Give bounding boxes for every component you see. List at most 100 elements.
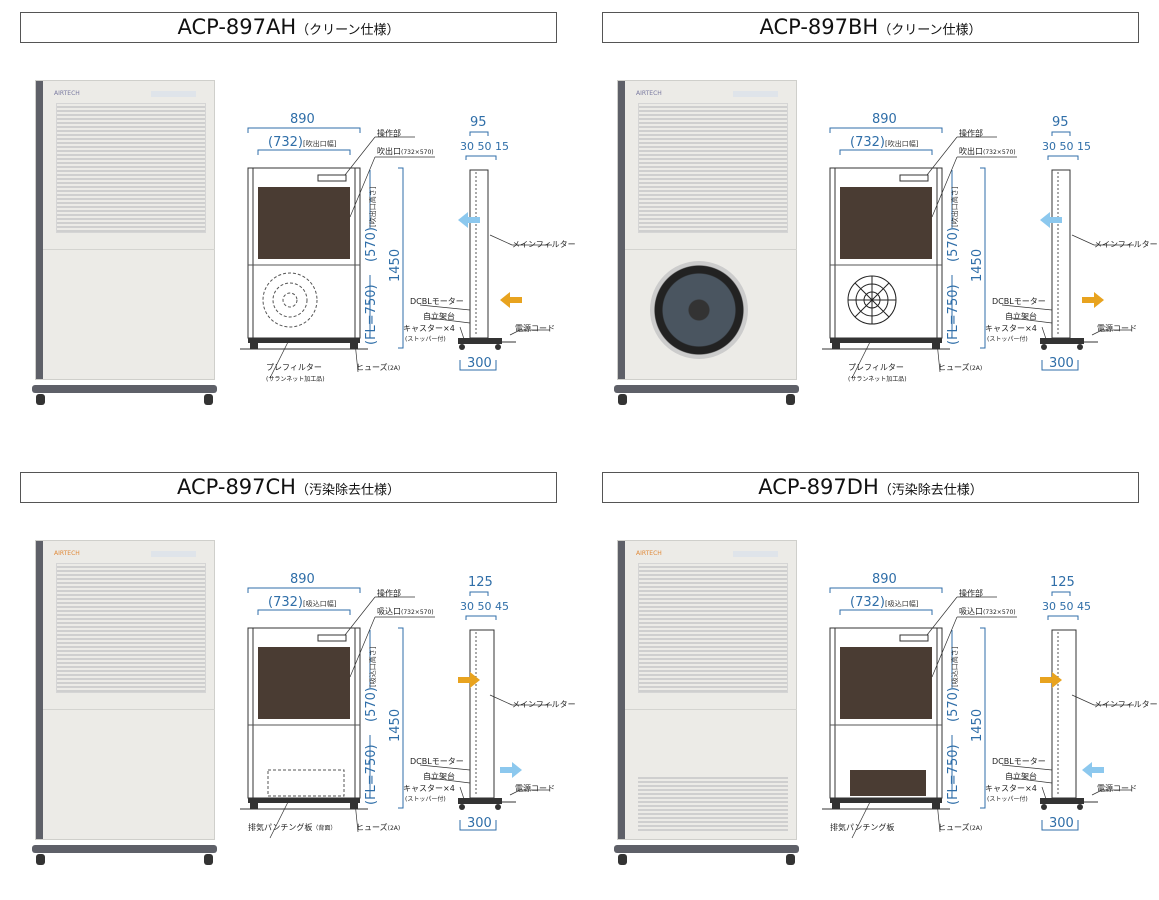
motor-label: DCBLモーター [410,297,464,306]
technical-drawing [822,127,1134,379]
port-height-dimension: (570)[吹出口高さ] [946,186,961,262]
port-grille [840,647,932,719]
main-filter-label: メインフィルター [1094,700,1158,709]
lower-grille-photo [638,776,788,831]
width-dimension: 890 [872,112,897,127]
product-panel-acp-897dh: ACP-897DH（汚染除去仕様） AIRTECH 890 (732)[吸込口幅… [582,460,1159,900]
side-unit-outline [1051,169,1071,339]
width-dimension: 890 [872,572,897,587]
product-photo: AIRTECH [32,540,217,865]
model-spec: （クリーン仕様） [296,23,400,38]
main-filter-label: メインフィルター [512,700,576,709]
airflow-bottom-arrow [500,292,522,308]
base-depth-dimension: 300 [1049,356,1074,371]
control-panel [899,634,929,642]
stand-label: 自立架台 [1005,312,1037,321]
control-panel [899,174,929,182]
product-panel-acp-897ch: ACP-897CH（汚染除去仕様） AIRTECH 890 (732)[吸込口幅… [0,460,580,900]
main-filter-label: メインフィルター [512,240,576,249]
side-unit-outline [469,629,495,799]
port-height-dimension: (570)[吸込口高さ] [946,646,961,722]
fuse-label: ヒューズ(2A) [938,363,983,372]
stand-label: 自立架台 [423,772,455,781]
control-label: 操作部 [959,129,983,138]
depth-dimension: 125 [468,575,493,590]
caster-label: キャスター×4 [403,324,455,333]
brand-logo: AIRTECH [54,550,80,557]
height-dimension: 1450 [970,708,985,742]
model-title: ACP-897CH（汚染除去仕様） [20,472,557,503]
model-name: ACP-897CH [177,475,296,499]
port-height-dimension: (570)[吹出口高さ] [364,186,379,262]
product-photo: AIRTECH [32,80,217,405]
model-name: ACP-897DH [758,475,879,499]
port-label: 吹出口(732×570) [377,147,434,156]
fan-photo [650,261,748,359]
cord-label: 電源コード [515,324,555,333]
port-width-dimension: (732)[吸込口幅] [850,595,919,610]
model-title: ACP-897DH（汚染除去仕様） [602,472,1139,503]
fuse-label: ヒューズ(2A) [356,823,401,832]
model-spec: （クリーン仕様） [878,23,982,38]
depth-dimension: 95 [1052,115,1069,130]
width-dimension: 890 [290,572,315,587]
airflow-top-arrow [458,672,480,688]
airflow-top-arrow [458,212,480,228]
lower-part-name: プレフィルター [266,363,322,372]
exhaust-punching-panel [850,770,926,796]
lower-part-label: プレフィルター (サランネット加工品) [266,362,325,383]
airflow-bottom-arrow [1082,762,1104,778]
fuse-label: ヒューズ(2A) [356,363,401,372]
lower-part-label: 排気パンチング板 [830,822,894,833]
cord-label: 電源コード [1097,784,1137,793]
technical-drawing [240,587,552,839]
side-unit-outline [1051,629,1077,799]
control-label: 操作部 [959,589,983,598]
height-dimension: 1450 [388,708,403,742]
base-depth-dimension: 300 [467,816,492,831]
control-label: 操作部 [377,129,401,138]
brand-logo: AIRTECH [636,90,662,97]
cord-label: 電源コード [1097,324,1137,333]
stand-label: 自立架台 [423,312,455,321]
port-grille [258,647,350,719]
depth-parts: 30 50 45 [1042,600,1091,613]
depth-parts: 30 50 45 [460,600,509,613]
control-label: 操作部 [377,589,401,598]
port-label: 吸込口(732×570) [959,607,1016,616]
port-label: 吹出口(732×570) [959,147,1016,156]
lower-part-note: (サランネット加工品) [266,376,325,383]
caster-note: (ストッパー付) [405,336,446,343]
fl-dimension: (FL=750) [946,284,961,345]
port-width-dimension: (732)[吹出口幅] [268,135,337,150]
caster-note: (ストッパー付) [987,796,1028,803]
height-dimension: 1450 [388,248,403,282]
model-spec: （汚染除去仕様） [878,483,983,498]
stand-label: 自立架台 [1005,772,1037,781]
product-photo: AIRTECH [614,80,799,405]
product-photo: AIRTECH [614,540,799,865]
port-width-dimension: (732)[吸込口幅] [268,595,337,610]
product-panel-acp-897bh: ACP-897BH（クリーン仕様） AIRTECH 890 (732)[吹出口幅… [582,0,1159,440]
depth-parts: 30 50 15 [1042,140,1091,153]
width-dimension: 890 [290,112,315,127]
motor-label: DCBLモーター [992,297,1046,306]
control-panel [317,174,347,182]
model-title: ACP-897BH（クリーン仕様） [602,12,1139,43]
height-dimension: 1450 [970,248,985,282]
airflow-top-arrow [1040,672,1062,688]
exhaust-panel-outline [267,769,345,797]
port-label: 吸込口(732×570) [377,607,434,616]
lower-part-label: 排気パンチング板（背面） [248,822,336,833]
depth-dimension: 125 [1050,575,1075,590]
caster-label: キャスター×4 [403,784,455,793]
airflow-top-arrow [1040,212,1062,228]
fan-guard-icon [847,275,897,325]
model-spec: （汚染除去仕様） [295,483,400,498]
main-filter-label: メインフィルター [1094,240,1158,249]
port-width-dimension: (732)[吹出口幅] [850,135,919,150]
depth-dimension: 95 [470,115,487,130]
product-panel-acp-897ah: ACP-897AH（クリーン仕様） AIRTECH 890 (732)[吹出口幅… [0,0,580,440]
brand-logo: AIRTECH [636,550,662,557]
cord-label: 電源コード [515,784,555,793]
